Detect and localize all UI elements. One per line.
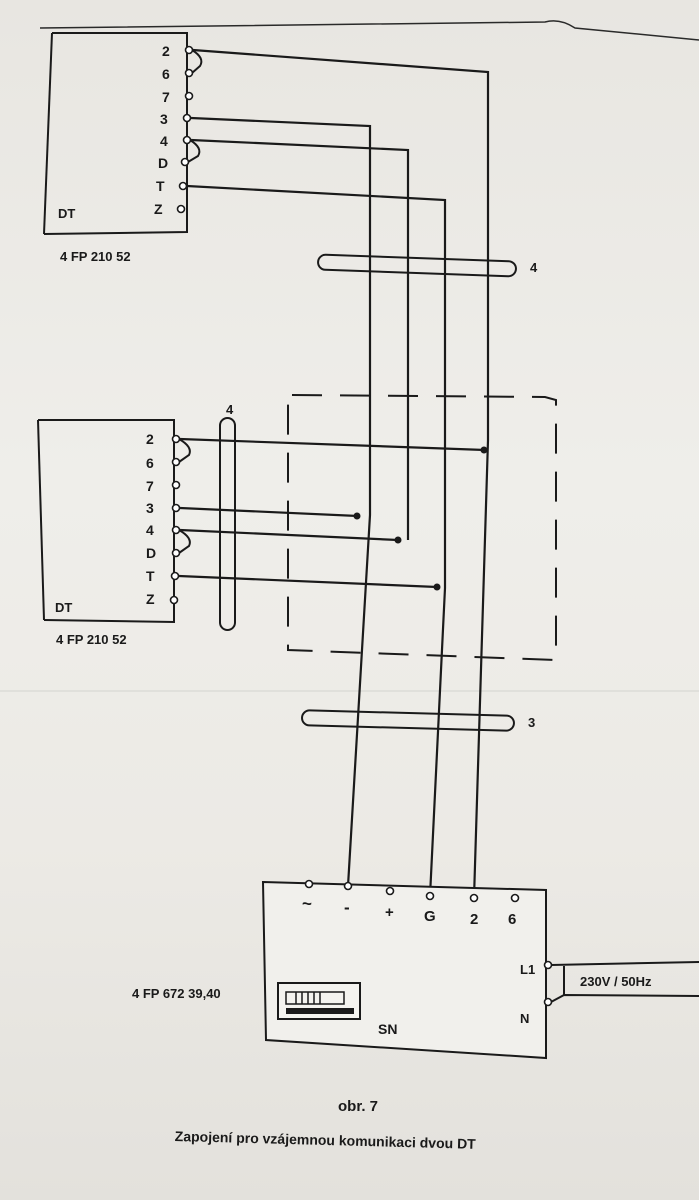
mains-wires [550, 961, 699, 1003]
bundle-upper-label: 4 [530, 260, 538, 275]
supply-label: SN [378, 1021, 397, 1037]
top-terminal-label: 2 [162, 43, 170, 59]
top-dt-model: 4 FP 210 52 [60, 249, 131, 264]
supply-terminal-label: 2 [470, 911, 478, 928]
wire-bottom-T [178, 574, 438, 589]
wire-bottom-3 [179, 506, 359, 518]
bottom-terminal-label: 3 [146, 500, 154, 516]
top-terminal-label: 6 [162, 66, 170, 82]
top-terminal-label: T [156, 178, 165, 194]
top-dt-box [43, 32, 188, 235]
bottom-terminal-label: Z [146, 591, 155, 607]
top-dt-unit: DT 4 FP 210 52 2 6 7 3 4 D T Z [43, 32, 203, 264]
top-terminal-label: 3 [160, 111, 168, 127]
bottom-terminal-screws [169, 434, 181, 605]
bundle-lower-label: 3 [528, 715, 535, 730]
wire-terminal-T [186, 184, 447, 897]
mains-terminal-label: N [520, 1011, 529, 1026]
wire-bottom-2 [179, 437, 486, 452]
top-terminal-label: D [158, 155, 168, 171]
wire-terminal-3 [190, 116, 372, 887]
top-terminal-label: Z [154, 201, 163, 217]
bottom-dt-unit: DT 4 FP 210 52 2 6 7 3 4 D T Z [37, 419, 191, 647]
wires [178, 48, 490, 899]
bottom-dt-box [38, 419, 175, 624]
bottom-terminal-label: 2 [146, 431, 154, 447]
supply-terminal-screws [304, 879, 520, 903]
paper-edge [39, 20, 699, 41]
bottom-dt-model: 4 FP 210 52 [56, 632, 127, 647]
top-terminal-screws [176, 45, 194, 214]
bottom-dt-label: DT [55, 600, 72, 615]
top-terminal-label: 7 [162, 89, 170, 105]
supply-terminal-label: ~ [302, 894, 312, 913]
paper-fold [0, 690, 699, 692]
bottom-terminal-label: 6 [146, 455, 154, 471]
bottom-terminal-label: 7 [146, 478, 154, 494]
supply-terminal-label: 6 [508, 911, 516, 928]
cable-bundle-lower: 3 [301, 709, 535, 732]
supply-model: 4 FP 672 39,40 [132, 986, 221, 1001]
wire-terminal-2 [192, 48, 490, 899]
figure-title: obr. 7 [338, 1098, 379, 1115]
supply-terminal-label: G [424, 908, 436, 925]
supply-terminal-label: + [385, 904, 394, 921]
cable-bundle-vertical: 4 [219, 402, 236, 631]
supply-terminal-label: - [344, 898, 350, 917]
supply-display-module [277, 982, 361, 1020]
wire-terminal-4 [190, 138, 410, 540]
mains-voltage-label: 230V / 50Hz [580, 974, 652, 989]
mains-terminal-label: L1 [520, 962, 535, 977]
power-supply-unit: ~ - + G 2 6 SN L1 N [261, 879, 553, 1060]
bottom-terminal-label: T [146, 568, 155, 584]
cable-bundle-upper: 4 [317, 253, 538, 278]
dashed-enclosure [287, 394, 557, 662]
junction-dots [353, 446, 488, 591]
top-terminal-label: 4 [160, 133, 168, 149]
bundle-vertical-label: 4 [226, 402, 234, 417]
bottom-terminal-label: D [146, 545, 156, 561]
wire-bottom-4 [179, 528, 399, 542]
top-dt-label: DT [58, 206, 75, 221]
bottom-terminal-label: 4 [146, 522, 154, 538]
